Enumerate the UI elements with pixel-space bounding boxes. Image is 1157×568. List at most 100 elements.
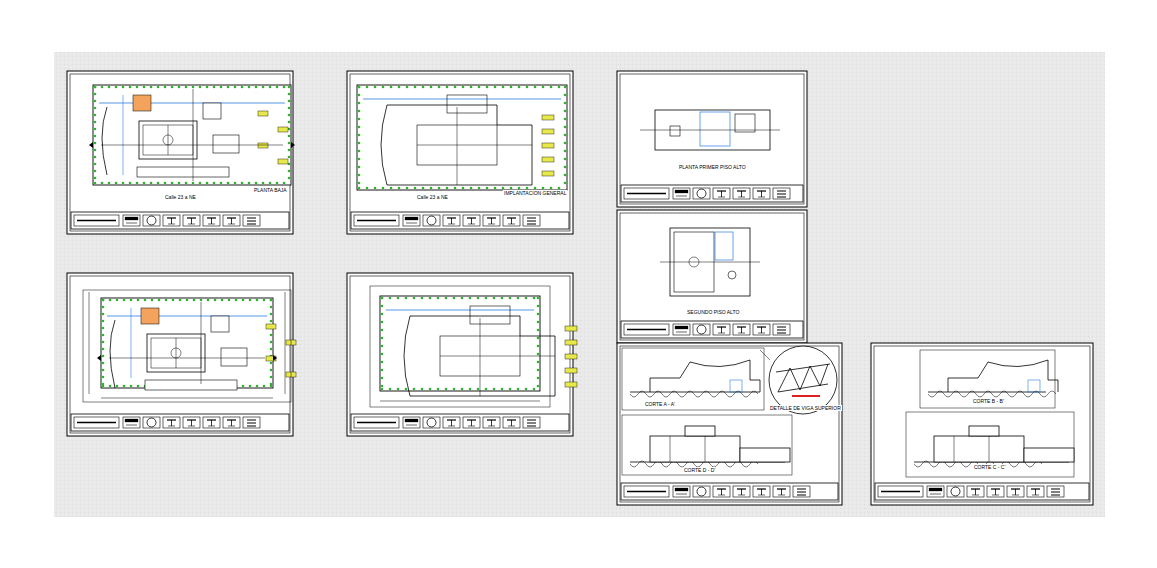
tree-symbol bbox=[288, 107, 291, 110]
tree-symbol bbox=[263, 299, 266, 302]
title-line bbox=[247, 420, 256, 421]
title-line bbox=[777, 330, 786, 331]
dimension-line bbox=[285, 292, 286, 394]
title-line bbox=[676, 332, 687, 333]
tree-symbol bbox=[283, 182, 286, 185]
tree-symbol bbox=[494, 86, 497, 89]
title-line bbox=[738, 495, 745, 496]
title-cell bbox=[163, 215, 180, 226]
tree-symbol bbox=[405, 297, 408, 300]
title-line bbox=[527, 420, 536, 421]
title-line bbox=[231, 218, 232, 224]
tree-symbol bbox=[171, 182, 174, 185]
tree-symbol bbox=[462, 86, 465, 89]
dimension-line bbox=[89, 292, 90, 394]
sheet-frame bbox=[617, 210, 807, 343]
parked-car bbox=[565, 340, 577, 345]
title-cell bbox=[987, 486, 1004, 497]
roof-block bbox=[470, 306, 510, 324]
tree-symbol bbox=[478, 86, 481, 89]
tree-symbol bbox=[288, 177, 291, 180]
title-cell bbox=[753, 324, 770, 335]
title-cell bbox=[503, 215, 520, 226]
title-cell bbox=[243, 417, 260, 428]
tree-symbol bbox=[94, 121, 97, 124]
court-circle bbox=[171, 348, 181, 358]
tree-symbol bbox=[430, 187, 433, 190]
title-line bbox=[491, 218, 492, 224]
tree-symbol bbox=[358, 118, 361, 121]
tree-symbol bbox=[510, 187, 513, 190]
tree-symbol bbox=[213, 182, 216, 185]
title-line bbox=[761, 191, 762, 197]
tree-symbol bbox=[413, 388, 416, 391]
tree-symbol bbox=[358, 110, 361, 113]
tree-symbol bbox=[537, 369, 540, 372]
tree-symbol bbox=[102, 306, 105, 309]
tree-symbol bbox=[517, 388, 520, 391]
tree-symbol bbox=[358, 182, 361, 185]
title-cell bbox=[463, 215, 480, 226]
tree-symbol bbox=[537, 329, 540, 332]
title-cell bbox=[74, 215, 119, 226]
tree-symbol bbox=[108, 86, 111, 89]
tree-symbol bbox=[185, 182, 188, 185]
tree-symbol bbox=[397, 297, 400, 300]
section-profile bbox=[650, 360, 760, 392]
title-cell bbox=[733, 486, 750, 497]
tree-symbol bbox=[94, 163, 97, 166]
tree-symbol bbox=[116, 385, 119, 388]
title-cell bbox=[713, 188, 730, 199]
tree-symbol bbox=[358, 86, 361, 89]
title-line bbox=[1051, 492, 1060, 493]
tree-symbol bbox=[102, 341, 105, 344]
tree-symbol bbox=[94, 86, 97, 89]
title-cell bbox=[503, 417, 520, 428]
tree-symbol bbox=[227, 86, 230, 89]
parked-car bbox=[542, 115, 554, 120]
parked-car bbox=[258, 111, 268, 116]
title-line bbox=[406, 425, 417, 426]
tree-symbol bbox=[94, 135, 97, 138]
tree-symbol bbox=[526, 86, 529, 89]
tree-symbol bbox=[256, 299, 259, 302]
title-bar bbox=[627, 329, 666, 330]
title-cell bbox=[773, 324, 790, 335]
tree-symbol bbox=[509, 388, 512, 391]
tree-symbol bbox=[534, 187, 537, 190]
title-bar bbox=[881, 491, 920, 492]
parked-car bbox=[565, 368, 577, 373]
tree-symbol bbox=[564, 182, 567, 185]
tree-symbol bbox=[564, 142, 567, 145]
tree-symbol bbox=[461, 297, 464, 300]
tree-symbol bbox=[263, 385, 266, 388]
tree-symbol bbox=[397, 388, 400, 391]
title-line bbox=[211, 218, 212, 224]
tree-symbol bbox=[366, 86, 369, 89]
tree-symbol bbox=[228, 299, 231, 302]
tree-symbol bbox=[390, 187, 393, 190]
detail-circle bbox=[769, 346, 837, 414]
stair-circle bbox=[728, 271, 736, 279]
building-strip bbox=[137, 167, 229, 177]
tree-symbol bbox=[537, 337, 540, 340]
title-line bbox=[488, 426, 495, 427]
tree-symbol bbox=[358, 94, 361, 97]
title-line bbox=[468, 224, 475, 225]
site-boundary bbox=[101, 298, 273, 388]
building-strip bbox=[145, 380, 237, 390]
title-cell bbox=[423, 215, 440, 226]
tree-symbol bbox=[564, 118, 567, 121]
tree-symbol bbox=[381, 388, 384, 391]
tree-symbol bbox=[178, 182, 181, 185]
tree-symbol bbox=[102, 362, 105, 365]
title-cell bbox=[163, 417, 180, 428]
title-line bbox=[781, 489, 782, 495]
title-line bbox=[406, 223, 417, 224]
title-cell bbox=[773, 188, 790, 199]
title-cell bbox=[673, 324, 690, 335]
title-line bbox=[168, 224, 175, 225]
tree-symbol bbox=[414, 187, 417, 190]
tree-symbol bbox=[422, 187, 425, 190]
